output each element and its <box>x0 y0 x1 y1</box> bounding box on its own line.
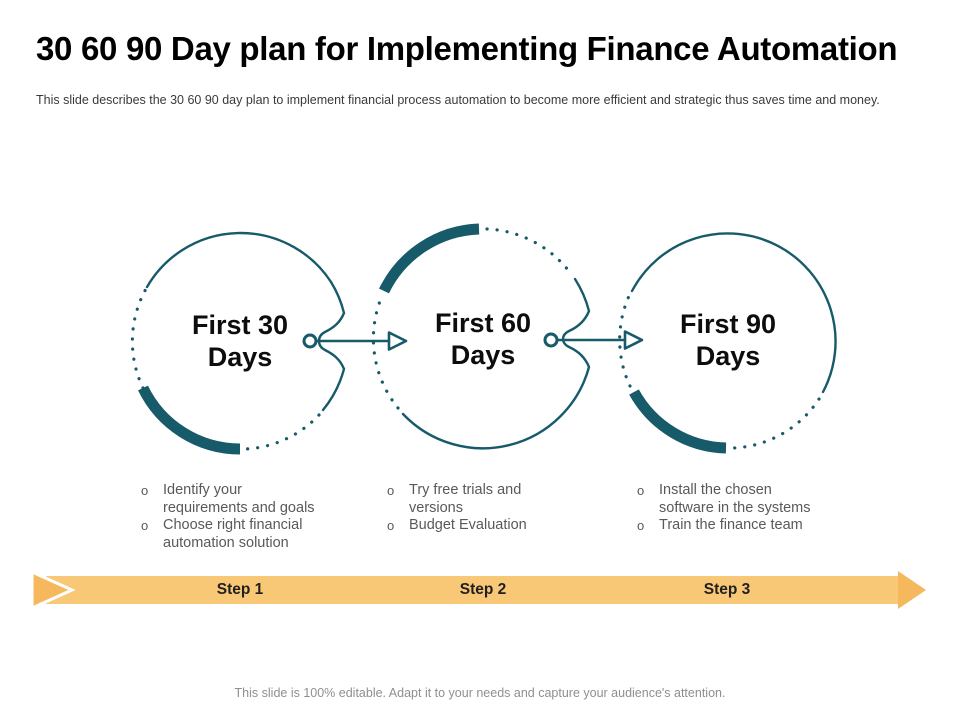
circle-arc-thick <box>629 389 727 454</box>
arrowhead-icon <box>623 330 644 350</box>
connector-2 <box>543 330 644 350</box>
bullet-marker-icon: o <box>387 483 395 498</box>
phase-label-90: First 90 Days <box>633 308 823 372</box>
bullet-text: Budget Evaluation <box>409 517 527 533</box>
arrowhead-icon <box>387 331 408 351</box>
bullet-marker-icon: o <box>141 518 149 533</box>
circle-arc-thin <box>630 232 837 394</box>
circle-arc-dotted <box>485 227 570 272</box>
phase-label-line2: Days <box>450 340 516 370</box>
circle-arc-knot <box>401 277 591 450</box>
banner-arrow-tip-icon <box>898 571 926 609</box>
connector-1 <box>302 331 408 351</box>
phase-label-line2: Days <box>695 341 761 371</box>
phase-3-circle <box>618 232 837 454</box>
slide-subtitle: This slide describes the 30 60 90 day pl… <box>36 93 880 107</box>
bullet-item: o Train the finance team <box>637 517 825 535</box>
bullet-marker-icon: o <box>637 518 645 533</box>
connector-ring-icon <box>302 333 318 349</box>
bullet-marker-icon: o <box>637 483 645 498</box>
bullet-text: Choose right financial automation soluti… <box>163 517 303 551</box>
circle-arc-knot <box>317 280 346 412</box>
bullet-marker-icon: o <box>141 483 149 498</box>
steps-banner <box>30 569 926 611</box>
banner-tail-chevron-icon <box>30 569 76 611</box>
phase-3-bullet-list: o Install the chosen software in the sys… <box>637 482 825 535</box>
circle-arc-thin <box>145 231 333 289</box>
circle-arc-dotted <box>618 294 632 388</box>
phase-label-line1: First 60 <box>434 308 532 338</box>
bullet-item: o Choose right financial automation solu… <box>141 517 319 552</box>
step-label-3: Step 3 <box>703 581 751 598</box>
phase-label-60: First 60 Days <box>388 307 578 371</box>
slide-title: 30 60 90 Day plan for Implementing Finan… <box>36 30 898 67</box>
phase-label-line1: First 90 <box>679 309 777 339</box>
banner-band <box>46 576 899 604</box>
circle-arc-thick <box>138 385 241 455</box>
phase-1-bullet-list: o Identify your requirements and goals o… <box>141 482 319 552</box>
slide-footer: This slide is 100% editable. Adapt it to… <box>234 686 726 700</box>
connector-ring-icon <box>543 332 559 348</box>
phase-label-30: First 30 Days <box>145 309 335 373</box>
circle-arc-dotted <box>371 294 400 410</box>
phase-1-circle <box>130 231 346 455</box>
bullet-text: Identify your requirements and goals <box>163 482 315 516</box>
circle-arc-thick <box>379 223 480 294</box>
bullet-text: Install the chosen software in the syste… <box>659 482 811 516</box>
bullet-item: o Identify your requirements and goals <box>141 482 319 517</box>
bullet-text: Train the finance team <box>659 517 803 533</box>
bullet-text: Try free trials and versions <box>409 482 522 516</box>
step-label-1: Step 1 <box>216 581 264 598</box>
phase-2-bullet-list: o Try free trials and versions o Budget … <box>387 482 565 535</box>
circle-arc-dotted <box>244 413 321 451</box>
bullet-marker-icon: o <box>387 518 395 533</box>
bullet-item: o Install the chosen software in the sys… <box>637 482 825 517</box>
phase-label-line2: Days <box>207 342 273 372</box>
bullet-item: o Try free trials and versions <box>387 482 565 517</box>
phase-label-line1: First 30 <box>191 310 289 340</box>
phase-2-circle <box>371 223 591 450</box>
step-label-2: Step 2 <box>459 581 507 598</box>
bullet-item: o Budget Evaluation <box>387 517 565 535</box>
circle-arc-dotted <box>732 397 821 450</box>
